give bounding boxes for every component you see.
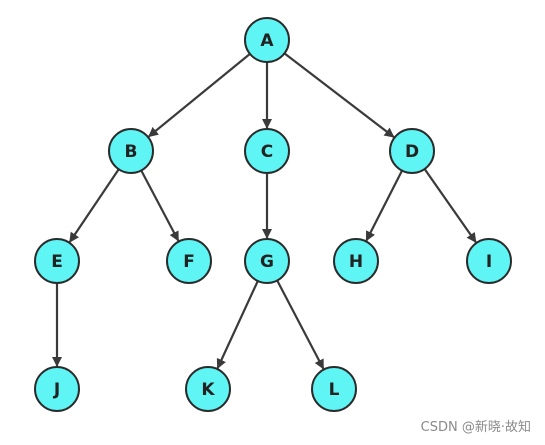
node-circle (333, 238, 379, 284)
edges-layer (52, 52, 477, 370)
node-circle (244, 128, 290, 174)
edge-b-f (140, 169, 180, 242)
node-label: B (125, 142, 138, 162)
node-circle (466, 238, 512, 284)
node-circle (185, 366, 231, 412)
nodes-layer: A B C D E F G H I J K L (34, 17, 512, 412)
node-circle (108, 128, 154, 174)
edge-g-l (276, 279, 325, 370)
node-i: I (466, 238, 512, 284)
node-j: J (34, 366, 80, 412)
node-circle (311, 366, 357, 412)
node-k: K (185, 366, 231, 412)
node-label: H (349, 252, 363, 272)
node-label: L (329, 380, 340, 400)
edge-a-b (148, 53, 251, 138)
node-label: C (261, 142, 273, 162)
node-e: E (34, 238, 80, 284)
node-label: K (201, 380, 215, 400)
node-circle (244, 17, 290, 63)
node-label: D (405, 142, 419, 162)
node-circle (34, 238, 80, 284)
node-label: J (53, 380, 60, 400)
node-f: F (166, 238, 212, 284)
node-circle (389, 128, 435, 174)
node-h: H (333, 238, 379, 284)
node-a: A (244, 17, 290, 63)
node-l: L (311, 366, 357, 412)
edge-a-d (283, 52, 395, 138)
csdn-watermark: CSDN @新晓·故知 (420, 420, 531, 435)
node-label: A (260, 31, 274, 51)
node-label: G (260, 252, 274, 272)
node-label: E (51, 252, 63, 272)
node-circle (244, 238, 290, 284)
edge-g-k (216, 280, 259, 370)
node-circle (166, 238, 212, 284)
node-d: D (389, 128, 435, 174)
node-label: F (183, 252, 195, 272)
edge-b-e (68, 168, 120, 243)
node-b: B (108, 128, 154, 174)
edge-d-i (423, 168, 477, 243)
edge-d-h (365, 170, 403, 242)
node-g: G (244, 238, 290, 284)
node-c: C (244, 128, 290, 174)
node-circle (34, 366, 80, 412)
node-label: I (486, 252, 492, 272)
